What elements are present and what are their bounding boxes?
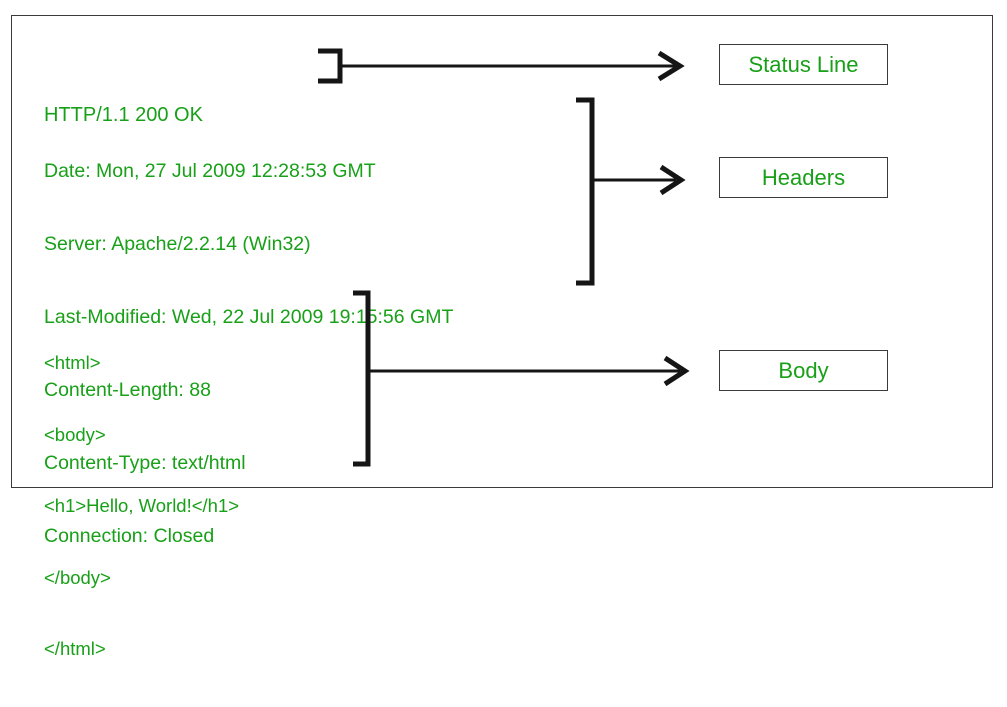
body-line-html-open: <html> xyxy=(44,352,101,373)
body-line-body-close: </body> xyxy=(44,566,111,588)
body-line-html-close: </html> xyxy=(44,638,106,659)
header-line-date: Date: Mon, 27 Jul 2009 12:28:53 GMT xyxy=(44,160,376,182)
label-box-headers[interactable]: Headers xyxy=(719,157,888,198)
diagram-canvas: HTTP/1.1 200 OK Date: Mon, 27 Jul 2009 1… xyxy=(11,15,993,659)
header-line-server: Server: Apache/2.2.14 (Win32) xyxy=(44,233,311,255)
body-line-body-open: <body> xyxy=(44,423,106,445)
diagram-frame xyxy=(11,15,993,488)
header-line-last-modified: Last-Modified: Wed, 22 Jul 2009 19:15:56… xyxy=(44,306,454,328)
status-line-text-block: HTTP/1.1 200 OK xyxy=(44,55,203,175)
label-box-status-line-text: Status Line xyxy=(748,51,859,77)
header-line-content-length: Content-Length: 88 xyxy=(44,379,211,401)
label-box-body-text: Body xyxy=(778,357,829,383)
label-box-body[interactable]: Body xyxy=(719,350,888,391)
status-line-text: HTTP/1.1 200 OK xyxy=(44,104,203,126)
header-line-content-type: Content-Type: text/html xyxy=(44,452,246,474)
body-line-h1: <h1>Hello, World!</h1> xyxy=(44,495,240,516)
body-text-block: <html> <body> <h1>Hello, World!</h1> </b… xyxy=(44,305,239,707)
label-box-status-line[interactable]: Status Line xyxy=(719,44,888,85)
label-box-headers-text: Headers xyxy=(761,164,846,190)
